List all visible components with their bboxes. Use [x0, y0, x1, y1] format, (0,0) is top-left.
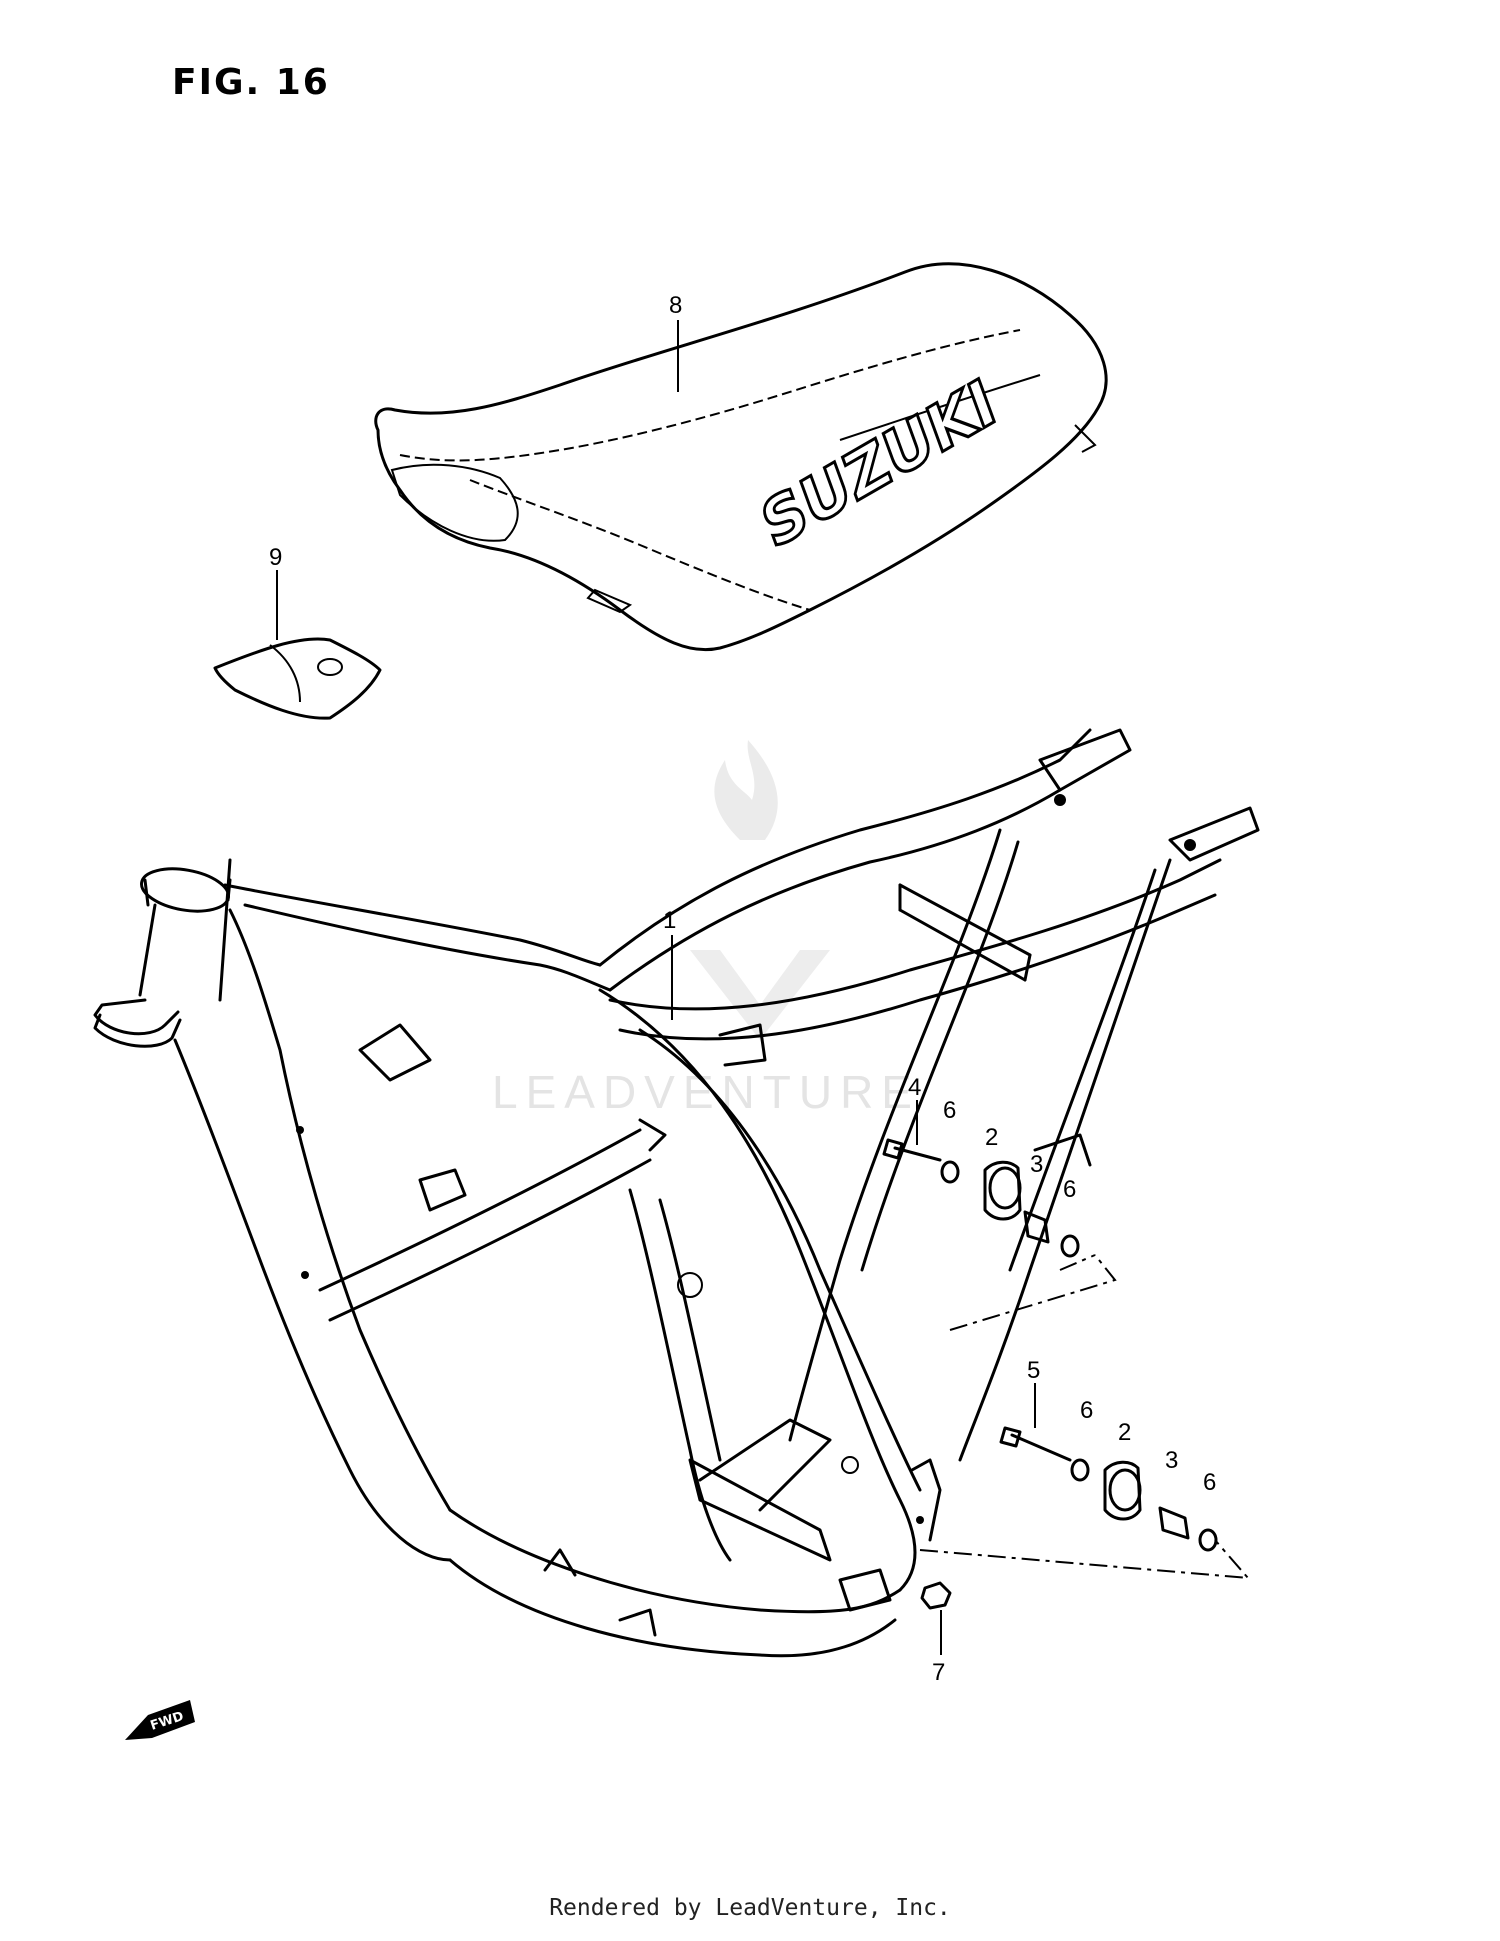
callout-1: 1 — [663, 907, 676, 934]
callout-6-a: 6 — [943, 1097, 956, 1124]
tool-bag-part-9 — [213, 637, 382, 720]
callout-4: 4 — [908, 1074, 921, 1101]
forward-direction-arrow: FWD — [125, 1700, 195, 1740]
engine-mount-hardware-upper — [882, 1138, 1117, 1331]
callout-labels: 8 9 1 4 6 2 3 6 5 6 2 3 6 7 — [269, 292, 1216, 1686]
figure-title: FIG. 16 — [172, 62, 330, 103]
leadventure-watermark: LEADVENTURE — [492, 740, 920, 1118]
footer-credit: Rendered by LeadVenture, Inc. — [549, 1895, 951, 1921]
seat-part-8: SUZUKI — [374, 262, 1108, 652]
callout-6-c: 6 — [1080, 1397, 1093, 1424]
watermark-text: LEADVENTURE — [492, 1066, 920, 1118]
callout-leaders — [276, 320, 1036, 1655]
callout-5: 5 — [1027, 1357, 1040, 1384]
frame-part-1 — [93, 728, 1260, 1658]
engine-mount-hardware-lower — [919, 1426, 1251, 1610]
callout-2-a: 2 — [985, 1124, 998, 1151]
callout-3-a: 3 — [1030, 1151, 1043, 1178]
callout-8: 8 — [669, 292, 682, 319]
callout-2-b: 2 — [1118, 1419, 1131, 1446]
callout-3-b: 3 — [1165, 1447, 1178, 1474]
callout-9: 9 — [269, 544, 282, 571]
callout-6-d: 6 — [1203, 1469, 1216, 1496]
callout-6-b: 6 — [1063, 1176, 1076, 1203]
seat-brand-text: SUZUKI — [753, 364, 1005, 564]
callout-7: 7 — [932, 1659, 945, 1686]
